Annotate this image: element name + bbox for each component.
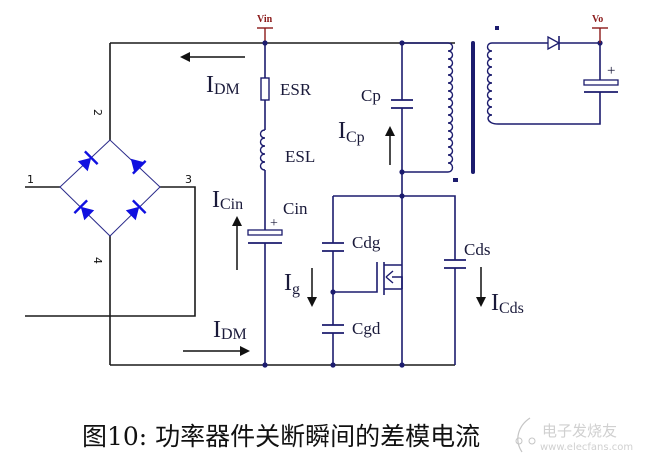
pin-3-label: 3 (185, 173, 192, 186)
output-cap-polarity: + (607, 63, 615, 79)
esl-label: ESL (285, 147, 315, 166)
watermark: 电子发烧友 www.elecfans.com (515, 417, 633, 453)
bridge-diamond (59, 139, 161, 237)
output-capacitor-icon (583, 79, 619, 86)
esr-label: ESR (280, 80, 312, 99)
pin-2-label: 2 (91, 109, 104, 116)
cgd-label: Cgd (352, 319, 381, 338)
secondary-dot (495, 26, 499, 30)
primary-dot (453, 178, 458, 182)
input-cap-branch: ESR ESL Cin + (247, 43, 315, 368)
primary-winding-icon (447, 42, 454, 173)
pin-1-label: 1 (27, 173, 34, 186)
ig-label: Ig (284, 270, 300, 298)
cp-branch: Cp (361, 40, 413, 365)
ac-input-3-wire (25, 186, 196, 317)
secondary-winding-icon (486, 42, 499, 125)
cds-label: Cds (464, 240, 490, 259)
cin-polarity: + (270, 216, 278, 231)
watermark-url: www.elecfans.com (540, 442, 633, 453)
diode-d4-icon (125, 199, 147, 221)
mosfet-section: Cdg Cgd Cds (322, 195, 490, 368)
icds-label: ICds (491, 290, 524, 317)
current-annotations: IDM IDM ICin ICp Ig ICds (180, 52, 524, 356)
idm-top-label: IDM (206, 72, 240, 98)
cdg-label: Cdg (352, 233, 381, 252)
vo-label: Vo (592, 14, 603, 25)
output-stage: Vo + (492, 14, 619, 125)
figure-caption: 图10: 功率器件关断瞬间的差模电流 (82, 422, 480, 451)
pin-4-label: 4 (91, 257, 104, 264)
esr-resistor-icon (260, 77, 270, 101)
wiring (25, 42, 455, 366)
diode-d3-icon (73, 199, 95, 221)
watermark-logo-icon (517, 417, 531, 453)
transformer (402, 26, 499, 182)
cin-bottom-node (262, 362, 268, 368)
esl-inductor-icon (259, 129, 266, 171)
icin-label: ICin (212, 187, 243, 213)
vin-label: Vin (257, 14, 273, 25)
output-diode-icon (547, 35, 561, 51)
diode-d2-icon (130, 158, 147, 175)
mosfet-icon (333, 262, 403, 295)
cp-label: Cp (361, 86, 381, 105)
diode-d1-icon (77, 150, 99, 172)
idm-bottom-label: IDM (213, 317, 247, 343)
icp-label: ICp (338, 118, 365, 146)
bridge-rectifier: 1 2 3 4 (27, 109, 192, 264)
vin-terminal: Vin (257, 14, 273, 46)
cin-label: Cin (283, 199, 308, 218)
watermark-brand: 电子发烧友 (542, 422, 617, 440)
cin-capacitor-icon (247, 229, 283, 244)
